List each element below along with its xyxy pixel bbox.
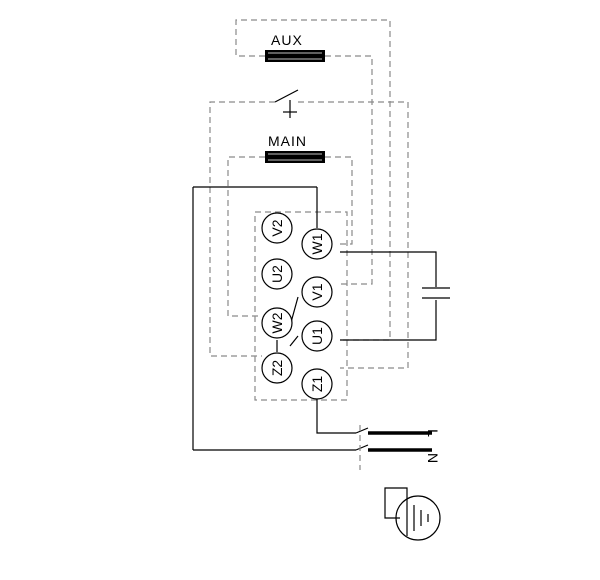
neutral-switch-blade — [355, 444, 369, 451]
capacitor-wire-bottom — [340, 300, 437, 341]
terminal-w2-label: W2 — [269, 312, 285, 333]
terminal-box — [254, 211, 348, 401]
earth-wire — [384, 487, 408, 519]
terminal-w1: W1 — [301, 228, 333, 260]
aux-label: AUX — [271, 32, 303, 48]
terminal-u2: U2 — [261, 258, 293, 290]
terminal-u2-label: U2 — [269, 265, 285, 283]
terminal-u1: U1 — [301, 320, 333, 352]
terminal-w1-label: W1 — [309, 233, 325, 254]
earth-ground-icon — [384, 487, 441, 541]
terminal-v2-circle — [261, 212, 293, 244]
terminal-z2-circle — [261, 352, 293, 384]
terminal-w2-circle — [261, 307, 293, 339]
main-coil — [265, 151, 325, 163]
neutral-label: N — [425, 453, 441, 463]
switch-wire-right — [298, 101, 409, 369]
aux-coil — [265, 50, 325, 62]
terminal-v1-circle — [301, 276, 333, 308]
terminal-z2: Z2 — [261, 352, 293, 384]
line-supply-wire — [316, 399, 356, 434]
terminal-w1-circle — [301, 228, 333, 260]
line-label: L — [425, 429, 441, 437]
terminal-v1-label: V1 — [309, 283, 325, 300]
link-w2-u1 — [289, 335, 299, 347]
aux-winding-wire-inner — [325, 55, 373, 285]
terminal-v1: V1 — [301, 276, 333, 308]
main-label: MAIN — [268, 133, 307, 149]
supply-switch: L N — [193, 399, 441, 470]
terminals-left: V2 U2 W2 Z2 — [261, 212, 293, 384]
terminal-z1-label: Z1 — [309, 376, 325, 393]
terminal-z2-label: Z2 — [269, 360, 285, 377]
terminals-right: W1 V1 U1 Z1 — [301, 228, 333, 400]
terminal-u1-label: U1 — [309, 327, 325, 345]
centrifugal-switch — [209, 89, 409, 369]
main-winding-wire-left — [227, 156, 265, 317]
switch-wire-left — [209, 101, 275, 357]
terminal-v2: V2 — [261, 212, 293, 244]
terminal-v2-label: V2 — [269, 219, 285, 236]
aux-winding: AUX — [235, 19, 391, 341]
earth-circle — [395, 495, 441, 541]
aux-winding-wire-outer — [235, 19, 391, 341]
main-winding-wire-right — [325, 156, 353, 245]
switch-blade — [274, 89, 299, 103]
terminal-u1-circle — [301, 320, 333, 352]
terminal-u2-circle — [261, 258, 293, 290]
terminal-w2: W2 — [261, 307, 293, 339]
line-switch-blade — [355, 427, 369, 434]
capacitor-circuit — [340, 251, 450, 341]
main-winding: MAIN — [227, 133, 353, 317]
terminal-z1: Z1 — [301, 368, 333, 400]
capacitor-wire-top — [340, 251, 437, 287]
